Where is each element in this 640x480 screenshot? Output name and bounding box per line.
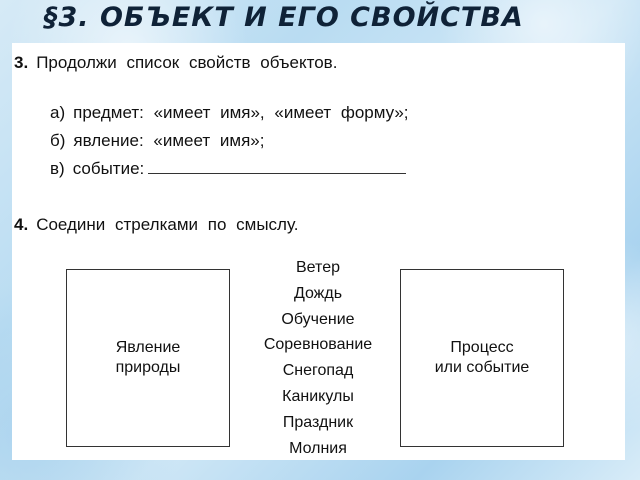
box-label-line1: Явление bbox=[115, 339, 181, 356]
page-title: §3. ОБЪЕКТ И ЕГО СВОЙСТВА bbox=[44, 2, 524, 33]
item-label: б) bbox=[50, 131, 66, 150]
answer-blank-line[interactable] bbox=[148, 159, 407, 174]
item-label: в) bbox=[50, 159, 65, 178]
item-text: событие: bbox=[72, 159, 145, 178]
task-4-instruction: Соедини стрелками по смыслу. bbox=[36, 215, 299, 234]
process-or-event-box[interactable]: Процесс или событие bbox=[400, 269, 564, 447]
word-item[interactable]: Молния bbox=[289, 439, 347, 457]
word-list: Ветер Дождь Обучение Соревнование Снегоп… bbox=[248, 255, 388, 461]
box-label-line2: или событие bbox=[434, 359, 530, 376]
word-item[interactable]: Праздник bbox=[282, 413, 354, 431]
word-item[interactable]: Снегопад bbox=[282, 362, 354, 380]
property-item-b: б) явление: «имеет имя»; bbox=[50, 131, 264, 151]
word-item[interactable]: Каникулы bbox=[282, 387, 354, 405]
item-text: явление: «имеет имя»; bbox=[73, 131, 265, 150]
task-4-number: 4. bbox=[14, 215, 29, 234]
word-item[interactable]: Дождь bbox=[293, 284, 343, 302]
property-item-c: в) событие: bbox=[50, 159, 407, 179]
task-3-instruction: Продолжи список свойств объектов. bbox=[36, 53, 338, 72]
property-item-a: а) предмет: «имеет имя», «имеет форму»; bbox=[50, 103, 409, 123]
box-label-line1: Процесс bbox=[450, 339, 514, 356]
word-item[interactable]: Обучение bbox=[281, 310, 355, 328]
natural-phenomenon-box[interactable]: Явление природы bbox=[66, 269, 230, 447]
task-3-number: 3. bbox=[14, 53, 29, 72]
box-label-line2: природы bbox=[115, 359, 181, 376]
word-item[interactable]: Соревнование bbox=[263, 336, 373, 354]
task-3-heading: 3. Продолжи список свойств объектов. bbox=[14, 53, 337, 73]
item-text: предмет: «имеет имя», «имеет форму»; bbox=[73, 103, 409, 122]
word-item[interactable]: Ветер bbox=[296, 259, 340, 276]
item-label: а) bbox=[50, 103, 66, 122]
task-4-heading: 4. Соедини стрелками по смыслу. bbox=[14, 215, 298, 235]
worksheet-panel: 3. Продолжи список свойств объектов. а) пр… bbox=[12, 43, 625, 460]
